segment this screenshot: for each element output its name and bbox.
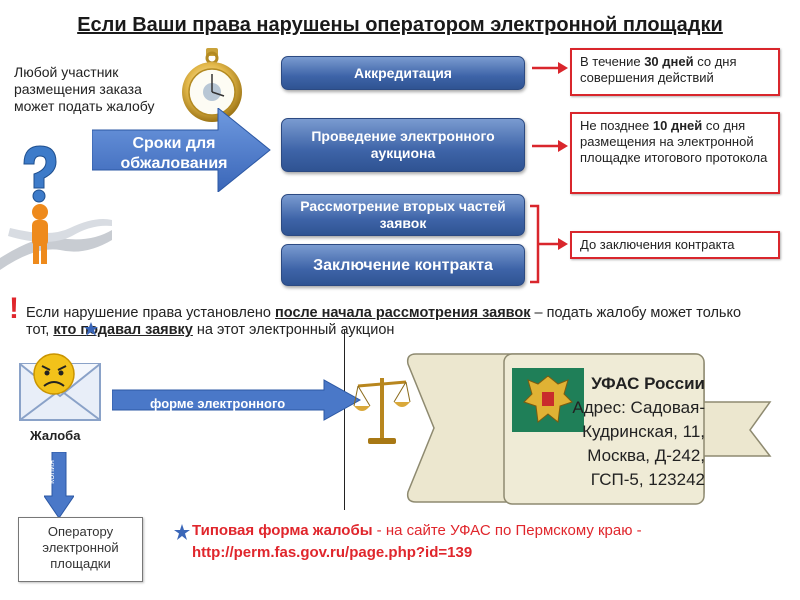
stopwatch-icon: [182, 48, 242, 122]
star-icon: [84, 322, 98, 336]
electronic-form-arrow: [112, 379, 362, 421]
question-person-icon: [0, 145, 112, 270]
envelope-icon: [19, 353, 101, 421]
footer-star-icon: [174, 524, 190, 540]
red-arrows: [530, 62, 568, 284]
intro-text: Любой участник размещения заказа может п…: [14, 64, 155, 114]
note-30-days: В течение 30 дней со дня совершения дейс…: [570, 48, 780, 96]
deadline-arrow: [92, 108, 271, 192]
page-title: Если Ваши права нарушены оператором элек…: [77, 14, 723, 36]
divider-line: [344, 330, 345, 510]
deadline-arrow-label: Сроки для обжалования: [120, 135, 228, 170]
stage-accreditation: Аккредитация: [281, 56, 525, 90]
copy-arrow: [44, 452, 74, 518]
stage-contract: Заключение контракта: [281, 244, 525, 286]
exclamation-icon: !: [9, 292, 19, 325]
stage-second-parts: Рассмотрение вторых частей заявок: [281, 194, 525, 236]
operator-box: Оператору электронной площадки: [18, 517, 143, 582]
note-until-contract: До заключения контракта: [570, 231, 780, 259]
fas-address: УФАС России Адрес: Садовая-Кудринская, 1…: [545, 372, 705, 492]
footer-template-text: Типовая форма жалобы - на сайте УФАС по …: [192, 522, 642, 539]
fas-address-text: Адрес: Садовая-Кудринская, 11, Москва, Д…: [572, 398, 705, 489]
fas-emblem-icon: [512, 368, 584, 432]
complaint-label: Жалоба: [30, 428, 81, 443]
note-10-days: Не позднее 10 дней со дня размещения на …: [570, 112, 780, 194]
warning-text: Если нарушение права установлено после н…: [26, 305, 742, 338]
scales-icon: [353, 378, 411, 444]
stage-auction: Проведение электронного аукциона: [281, 118, 525, 172]
electronic-form-label: форме электронного: [150, 396, 286, 411]
copy-arrow-label: копия: [46, 460, 56, 484]
fas-head: УФАС России: [591, 374, 705, 393]
footer-link[interactable]: http://perm.fas.gov.ru/page.php?id=139: [192, 544, 473, 561]
